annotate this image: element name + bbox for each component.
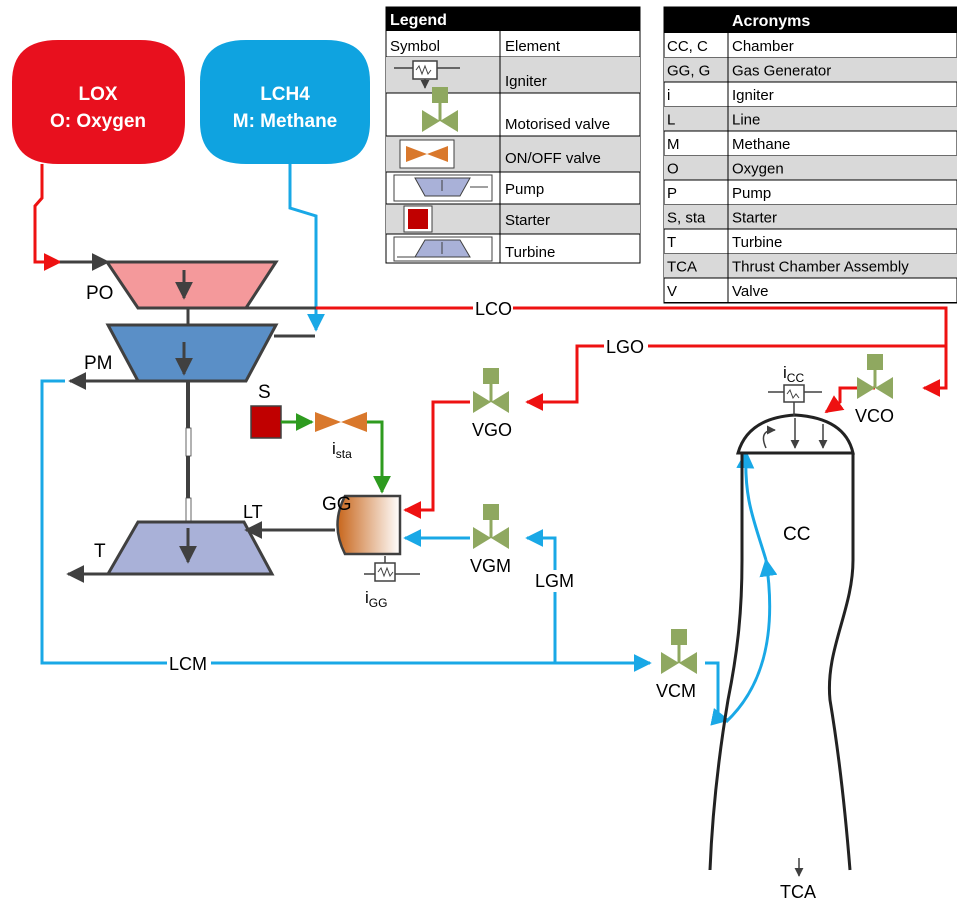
- line-vgo-to-gg: [403, 400, 470, 519]
- acronym-meaning: Pump: [732, 185, 771, 202]
- chamber-igniter: iCC: [768, 363, 822, 416]
- acronym-meaning: Methane: [732, 136, 790, 153]
- legend-igniter-icon: [394, 60, 460, 89]
- lox-tank: LOX O: Oxygen: [12, 40, 185, 164]
- valve-vgm-label: VGM: [470, 556, 511, 576]
- acronym-abbr: S, sta: [667, 210, 706, 227]
- valve-vcm: VCM: [656, 627, 699, 701]
- acronym-abbr: TCA: [667, 259, 697, 276]
- acronym-meaning: Turbine: [732, 234, 782, 251]
- line-lcm: LCM LGM: [40, 379, 652, 674]
- legend-turbine-icon: [393, 236, 493, 262]
- legend-row-onoff-valve: ON/OFF valve: [505, 150, 601, 167]
- legend-col-element: Element: [505, 38, 561, 55]
- acronym-meaning: Oxygen: [732, 161, 784, 178]
- acronym-meaning: Igniter: [732, 87, 774, 104]
- turbine: T LT: [66, 502, 335, 583]
- acronym-meaning: Valve: [732, 283, 768, 300]
- acronym-abbr: M: [667, 136, 680, 153]
- acronym-abbr: P: [667, 185, 677, 202]
- line-lco-label: LCO: [475, 299, 512, 319]
- starter-label: S: [258, 382, 271, 403]
- acronym-abbr: T: [667, 234, 676, 251]
- gas-generator: GG iGG: [322, 494, 420, 610]
- legend-row-igniter: Igniter: [505, 73, 547, 90]
- regen-cooling-path-1: [724, 558, 778, 724]
- pump-methane: PM: [68, 323, 315, 390]
- line-lgo: LGO: [525, 336, 946, 411]
- legend-row-starter: Starter: [505, 212, 550, 229]
- lox-feed-line: [33, 164, 62, 271]
- valve-vgo: VGO: [471, 366, 512, 440]
- legend-row-turbine: Turbine: [505, 244, 555, 261]
- line-lgo-label: LGO: [606, 337, 644, 357]
- legend-col-symbol: Symbol: [390, 38, 440, 55]
- legend-pump-icon: [393, 174, 493, 202]
- legend-title: Legend: [390, 12, 447, 29]
- acronym-row-background: [664, 253, 957, 278]
- lch4-tank-description: M: Methane: [233, 111, 338, 132]
- gas-generator-label: GG: [322, 494, 352, 515]
- acronym-meaning: Starter: [732, 210, 777, 227]
- acronym-meaning: Gas Generator: [732, 63, 831, 80]
- legend-onoff-valve-icon: [399, 139, 455, 169]
- acronym-abbr: O: [667, 161, 679, 178]
- acronym-meaning: Line: [732, 112, 760, 129]
- chamber-label: CC: [783, 524, 810, 545]
- valve-vgo-label: VGO: [472, 420, 512, 440]
- pump-oxygen: PO: [60, 253, 316, 310]
- gg-igniter-label: iGG: [365, 588, 387, 610]
- thrust-chamber: CC TCA: [708, 413, 855, 901]
- starter: S ista: [250, 382, 391, 494]
- lch4-feed-line: [288, 164, 325, 332]
- lch4-tank: LCH4 M: Methane: [200, 40, 370, 164]
- acronym-abbr: V: [667, 283, 677, 300]
- lox-tank-description: O: Oxygen: [50, 111, 146, 132]
- acronym-row-background: [664, 155, 957, 180]
- line-vcm-to-nozzle: [705, 661, 730, 726]
- valve-vcm-label: VCM: [656, 681, 696, 701]
- tca-label: TCA: [780, 882, 816, 901]
- line-lco: LCO: [316, 297, 948, 397]
- turbopump-shaft: [185, 381, 192, 523]
- legend-row-motorised-valve: Motorised valve: [505, 116, 610, 133]
- lch4-tank-name: LCH4: [260, 84, 310, 105]
- chamber-igniter-label: iCC: [783, 363, 804, 385]
- valve-vco-label: VCO: [855, 406, 894, 426]
- pump-oxygen-label: PO: [86, 283, 113, 304]
- line-lgm-label: LGM: [535, 571, 574, 591]
- turbine-label: T: [94, 541, 106, 562]
- acronym-abbr: i: [667, 87, 670, 104]
- turbine-line-label: LT: [243, 502, 263, 522]
- acronym-row-background: [664, 204, 957, 229]
- line-lcm-label: LCM: [169, 654, 207, 674]
- regen-cooling-path-2: [736, 450, 768, 561]
- acronym-abbr: CC, C: [667, 38, 708, 55]
- acronym-row-background: [664, 106, 957, 131]
- pump-methane-label: PM: [84, 353, 113, 374]
- legend-row-pump: Pump: [505, 181, 544, 198]
- legend-table: Legend Symbol Element: [385, 6, 641, 264]
- acronym-abbr: L: [667, 112, 675, 129]
- starter-igniter-label: ista: [332, 439, 352, 461]
- lox-tank-name: LOX: [78, 84, 117, 105]
- legend-starter-icon: [403, 205, 433, 233]
- acronym-row-background: [664, 57, 957, 82]
- acronym-meaning: Thrust Chamber Assembly: [732, 259, 909, 276]
- valve-vgm: VGM: [470, 502, 511, 576]
- acronym-meaning: Chamber: [732, 38, 794, 55]
- valve-vco: VCO: [855, 352, 895, 426]
- acronym-abbr: GG, G: [667, 63, 710, 80]
- acronyms-title: Acronyms: [732, 13, 810, 30]
